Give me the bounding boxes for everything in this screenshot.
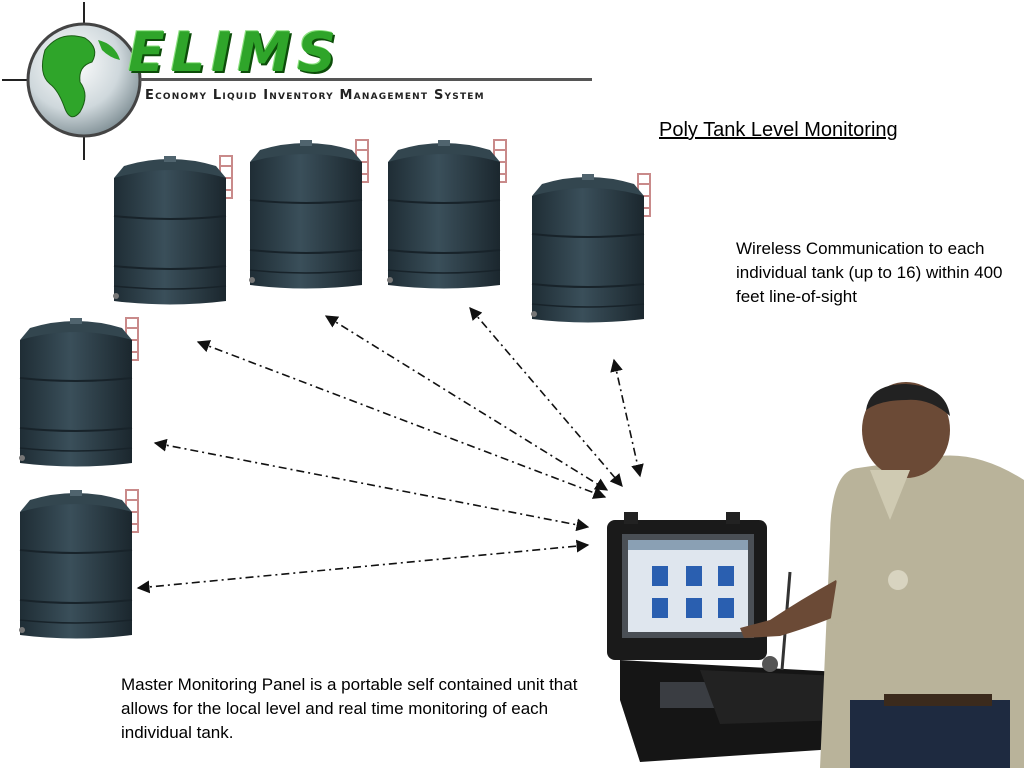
link-arrow-1 <box>196 340 607 499</box>
link-arrow-3 <box>469 307 623 487</box>
tank-6 <box>18 489 139 640</box>
wireless-description: Wireless Communication to each individua… <box>736 239 1003 306</box>
tank-2 <box>248 139 369 290</box>
monitoring-panel-icon <box>607 512 850 762</box>
globe-icon <box>2 2 160 160</box>
link-arrow-2 <box>324 315 609 491</box>
tank-1 <box>112 155 233 306</box>
tank-3 <box>386 139 507 290</box>
logo-divider <box>140 78 592 81</box>
logo-wordmark: ELIMS <box>128 21 343 84</box>
tank-5 <box>18 317 139 468</box>
master-panel-description: Master Monitoring Panel is a portable se… <box>121 675 578 742</box>
tank-4 <box>530 173 651 324</box>
link-arrow-6 <box>136 539 590 594</box>
logo-subtitle: Economy Liquid Inventory Management Syst… <box>145 88 485 103</box>
link-arrow-5 <box>153 438 590 532</box>
slide-title: Poly Tank Level Monitoring <box>659 119 898 141</box>
person-photo <box>740 382 1024 768</box>
link-arrow-4 <box>610 358 644 478</box>
